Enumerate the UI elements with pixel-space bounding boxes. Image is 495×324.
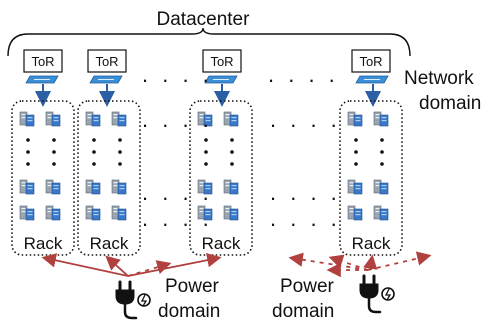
ellipsis-tor-row: . . . . <box>142 62 213 87</box>
power-links-right <box>288 251 432 278</box>
network-domain-line2: domain <box>419 93 481 114</box>
server-icon <box>19 179 35 195</box>
server-icon <box>111 179 127 195</box>
server-icon <box>45 205 61 221</box>
power-domain-left-line1: Power <box>165 276 220 297</box>
ellipsis-server-row: . . . . <box>270 107 341 132</box>
tor-label: ToR <box>359 54 382 69</box>
server-icon <box>19 205 35 221</box>
server-icon <box>45 179 61 195</box>
server-icon <box>85 111 101 127</box>
power-link-right-solid <box>363 254 378 271</box>
server-icon <box>19 111 35 127</box>
network-switch-icon <box>89 75 123 84</box>
network-switch-icon <box>204 75 238 84</box>
rack-label: Rack <box>352 234 391 253</box>
datacenter-brace <box>7 27 411 57</box>
server-icon <box>111 111 127 127</box>
rack-label: Rack <box>90 234 129 253</box>
tor-switch-1: ToR <box>23 49 63 73</box>
ellipsis-tor-row: . . . . <box>268 62 339 87</box>
server-icon <box>373 205 389 221</box>
power-plug-icon <box>115 280 151 320</box>
server-icon <box>347 179 363 195</box>
power-domain-right-line1: Power <box>280 276 335 297</box>
server-icon <box>223 111 239 127</box>
network-domain-line1: Network <box>404 68 474 89</box>
server-icon <box>373 179 389 195</box>
server-icon <box>111 205 127 221</box>
rack-label: Rack <box>24 234 63 253</box>
power-plug-icon <box>359 274 395 314</box>
tor-switch-3: ToR <box>202 49 242 73</box>
ellipsis-server-row: . . . . <box>270 180 341 205</box>
datacenter-title: Datacenter <box>157 9 251 30</box>
server-icon <box>85 179 101 195</box>
server-icon <box>373 111 389 127</box>
network-switch-icon <box>25 75 59 84</box>
ellipsis-server-row: . . . . <box>142 180 213 205</box>
power-domain-left-line2: domain <box>158 301 220 322</box>
server-icon <box>223 179 239 195</box>
server-icon <box>223 205 239 221</box>
power-links-left <box>41 253 222 277</box>
server-icon <box>347 205 363 221</box>
tor-label: ToR <box>210 54 233 69</box>
tor-switch-2: ToR <box>87 49 127 73</box>
server-icon <box>347 111 363 127</box>
tor-switch-4: ToR <box>351 49 391 73</box>
rack-2 <box>77 100 141 256</box>
rack-vertical-dots <box>26 138 384 166</box>
ellipsis-server-row: . . . . <box>142 206 213 231</box>
tor-label: ToR <box>31 54 54 69</box>
ellipsis-server-row: . . . . <box>270 206 341 231</box>
power-domain-right-line2: domain <box>272 301 334 322</box>
ellipsis-server-row: . . . . <box>142 107 213 132</box>
network-switch-icon <box>355 75 389 84</box>
tor-label: ToR <box>95 54 118 69</box>
server-icon <box>85 205 101 221</box>
server-icon <box>45 111 61 127</box>
rack-label: Rack <box>202 234 241 253</box>
